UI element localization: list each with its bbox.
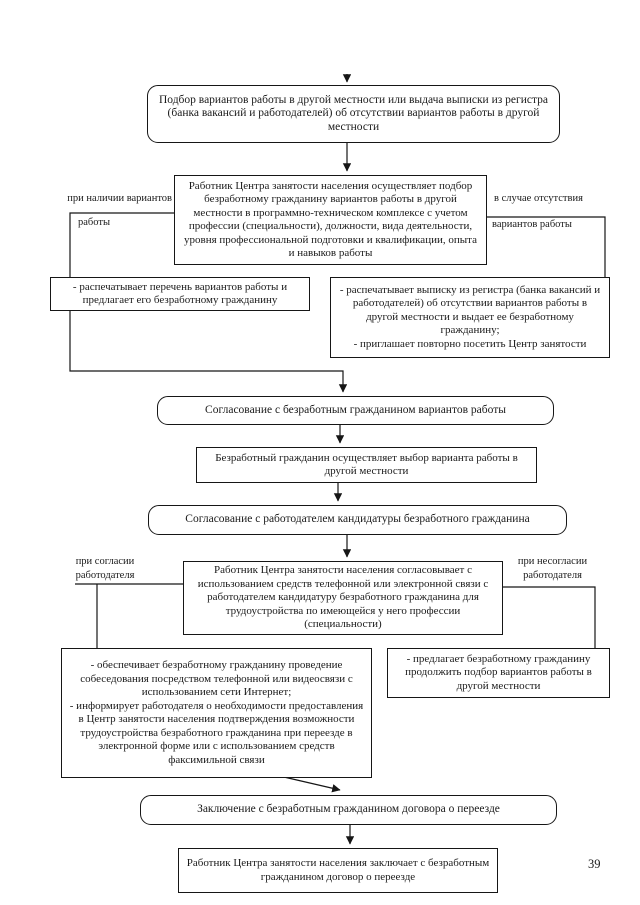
connector-branch-employer-agrees — [75, 583, 183, 648]
label-variants-available-line2: работы — [78, 217, 111, 228]
label-employer-agrees-line1: при согласии — [75, 556, 135, 567]
page-number: 39 — [588, 857, 601, 871]
node-print-list: - распечатывает перечень вариантов работ… — [50, 277, 310, 311]
connector-merge-to-agreement — [69, 310, 348, 393]
node-worker-contract: Работник Центра занятости населения закл… — [178, 848, 498, 893]
node-agree-employer: Согласование с работодателем кандидатуры… — [148, 505, 567, 535]
node-worker-selection: Работник Центра занятости населения осущ… — [174, 175, 487, 265]
node-employer-agrees-actions: - обеспечивает безработному гражданину п… — [61, 648, 372, 778]
node-contract: Заключение с безработным гражданином дог… — [140, 795, 557, 825]
label-employer-disagrees-line2: работодателя — [523, 570, 582, 581]
label-no-variants-line1: в случае отсутствия — [494, 193, 583, 204]
node-citizen-choice: Безработный гражданин осуществляет выбор… — [196, 447, 537, 483]
node-agree-citizen: Согласование с безработным гражданином в… — [157, 396, 554, 425]
label-employer-disagrees-line1: при несогласии — [517, 556, 588, 567]
connector-branch-employer-disagrees — [503, 586, 596, 648]
node-employer-disagrees-action: - предлагает безработному гражданину про… — [387, 648, 610, 698]
label-employer-agrees-line2: работодателя — [75, 570, 135, 581]
node-start: Подбор вариантов работы в другой местнос… — [147, 85, 560, 143]
node-print-extract: - распечатывает выписку из регистра (бан… — [330, 277, 610, 358]
label-no-variants-line2: вариантов работы — [492, 219, 572, 230]
label-variants-available-line1: при наличии вариантов — [67, 193, 172, 204]
node-worker-coordination: Работник Центра занятости населения согл… — [183, 561, 503, 635]
